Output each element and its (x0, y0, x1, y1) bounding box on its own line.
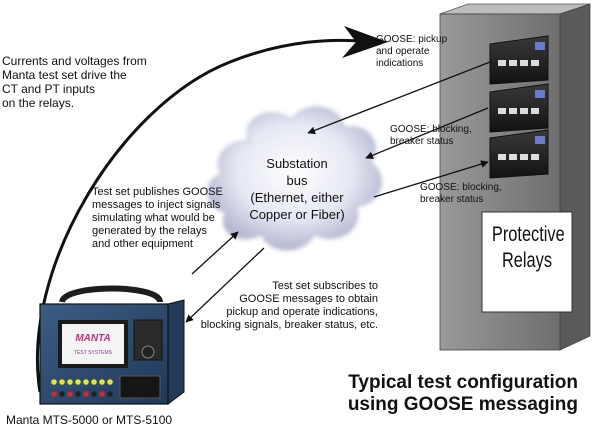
device-caption: Manta MTS-5000 or MTS-5100 (6, 413, 173, 427)
arrow-testset-to-bus (191, 231, 239, 275)
currents-line: CT and PT inputs (2, 82, 95, 96)
relay-panel-line: Protective (491, 223, 565, 246)
goose-blocking-note-2: GOOSE: blocking, breaker status (420, 182, 502, 206)
diagram-title: Typical test configuration using GOOSE m… (348, 372, 578, 416)
goose-pickup-line: GOOSE: pickup (376, 34, 448, 45)
currents-line: on the relays. (2, 96, 75, 110)
arrow-bus-to-relay3 (373, 160, 489, 198)
device-knob (141, 345, 155, 359)
device-screen (62, 324, 124, 364)
device-side (167, 299, 185, 405)
goose-pickup-line: and operate (376, 46, 430, 57)
protective-relays-label: Protective Relays (482, 212, 572, 312)
goose-pickup-line: indications (376, 58, 424, 69)
relay-panel-line: Relays (501, 249, 553, 272)
arrows (35, 26, 491, 393)
goose-blocking-line: GOOSE: blocking, (420, 182, 502, 193)
arrow-relay2-to-bus (365, 107, 489, 159)
current-voltage-arrow (35, 38, 371, 393)
publishes-line: generated by the relays (92, 225, 207, 237)
title-line: Typical test configuration (348, 372, 578, 393)
goose-blocking-line: GOOSE: blocking, (390, 124, 472, 135)
currents-line: Manta test set drive the (2, 68, 127, 82)
relay-unit-3 (489, 129, 549, 179)
cloud-line: Substation (266, 156, 328, 171)
subscribes-line: Test set subscribes to (272, 280, 378, 292)
arrow-relay1-to-bus (307, 61, 491, 135)
publishes-line: and other equipment (92, 238, 193, 250)
currents-line: Currents and voltages from (2, 54, 147, 68)
device-status-panel (119, 375, 161, 399)
current-voltage-arrowhead (342, 26, 388, 58)
subscribes-line: blocking signals, breaker status, etc. (200, 319, 378, 331)
publishes-note: Test set publishes GOOSE messages to inj… (92, 186, 223, 251)
publishes-line: messages to inject signals (92, 199, 221, 211)
arrow-bus-to-testset (185, 247, 265, 323)
substation-bus-label: Substation bus (Ethernet, either Copper … (232, 155, 362, 223)
goose-pickup-note: GOOSE: pickup and operate indications (376, 34, 447, 70)
publishes-line: Test set publishes GOOSE (92, 186, 223, 198)
cloud-line: bus (286, 173, 308, 188)
device-brand-bottom: TEST SYSTEMS (74, 350, 113, 356)
goose-blocking-line: breaker status (390, 136, 454, 147)
cloud-line: Copper or Fiber) (249, 207, 345, 222)
subscribes-line: GOOSE messages to obtain (239, 293, 378, 305)
publishes-line: simulating what would be (92, 212, 215, 224)
goose-blocking-line: breaker status (420, 194, 484, 205)
subscribes-line: pickup and operate indications, (226, 306, 378, 318)
device-brand-top: MANTA (75, 333, 110, 344)
relay-unit-2 (489, 83, 549, 133)
manta-test-set: MANTA TEST SYSTEMS (39, 285, 185, 405)
cloud-line: (Ethernet, either (250, 190, 344, 205)
subscribes-note: Test set subscribes to GOOSE messages to… (201, 280, 378, 332)
title-line: using GOOSE messaging (347, 394, 578, 415)
goose-blocking-note-1: GOOSE: blocking, breaker status (390, 124, 472, 148)
relay-unit-1 (489, 35, 549, 85)
protective-relays-panel (481, 211, 573, 313)
currents-note: Currents and voltages from Manta test se… (2, 54, 147, 110)
device-terminals (51, 379, 113, 397)
substation-bus-cloud (207, 106, 382, 251)
device-handle (59, 285, 163, 304)
